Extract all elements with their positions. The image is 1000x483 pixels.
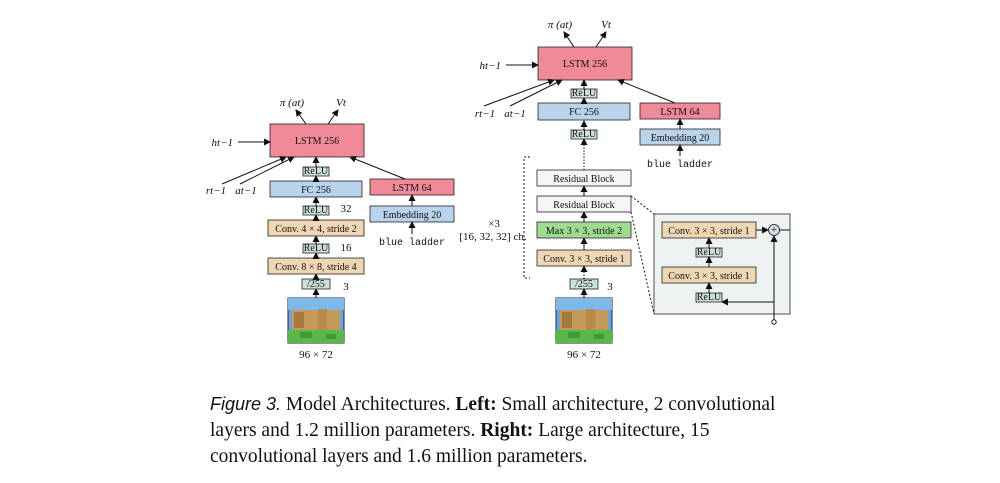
left-relu-label-2: ReLU bbox=[304, 205, 329, 216]
right-conv-label: Conv. 3 × 3, stride 1 bbox=[543, 254, 624, 265]
left-channels-16: 16 bbox=[341, 242, 353, 254]
right-input-size: 96 × 72 bbox=[567, 349, 601, 361]
left-input-size: 96 × 72 bbox=[299, 349, 333, 361]
right-policy-output: π (at) bbox=[548, 19, 572, 31]
residual-block-detail: Conv. 3 × 3, stride 1 ReLU Conv. 3 × 3, … bbox=[630, 195, 791, 325]
right-architecture: 96 × 72 /255 3 Conv. 3 × 3, stride 1 Max… bbox=[459, 19, 721, 361]
right-value-output: Vt bbox=[601, 19, 612, 31]
left-instruction-text: blue ladder bbox=[379, 237, 445, 249]
caption-text-3: Large architecture, 15 convolutional lay… bbox=[210, 420, 710, 467]
left-lstm-side-label: LSTM 64 bbox=[392, 183, 431, 194]
left-r-input-label: rt−1 bbox=[206, 185, 226, 197]
repeat-channels: [16, 32, 32] ch. bbox=[459, 231, 526, 243]
caption-figure-number: Figure 3. bbox=[210, 394, 282, 414]
residual-detail-conv-b-label: Conv. 3 × 3, stride 1 bbox=[668, 271, 749, 282]
left-relu-label-3: ReLU bbox=[304, 166, 329, 177]
right-residual-label-1: Residual Block bbox=[553, 174, 614, 185]
right-input-frame bbox=[555, 297, 613, 344]
residual-detail-relu-label-2: ReLU bbox=[697, 292, 722, 303]
left-channels-3: 3 bbox=[343, 281, 349, 293]
caption-right-label: Right: bbox=[480, 420, 534, 441]
right-fc-label: FC 256 bbox=[569, 107, 599, 118]
caption-left-label: Left: bbox=[455, 394, 497, 415]
right-scale-label: /255 bbox=[575, 279, 593, 290]
right-relu-label-2: ReLU bbox=[572, 88, 597, 99]
left-scale-label: /255 bbox=[307, 279, 325, 290]
left-h-input-label: ht−1 bbox=[212, 137, 233, 149]
right-channels-3: 3 bbox=[607, 281, 613, 293]
left-relu-label-1: ReLU bbox=[304, 243, 329, 254]
architecture-diagram: 96 × 72 /255 3 Conv. 8 × 8, stride 4 ReL… bbox=[206, 19, 791, 361]
right-residual-label-2: Residual Block bbox=[553, 200, 614, 211]
right-lstm-side-label: LSTM 64 bbox=[660, 107, 699, 118]
left-lstm-main-label: LSTM 256 bbox=[295, 136, 339, 147]
right-maxpool-label: Max 3 × 3, stride 2 bbox=[546, 226, 622, 237]
left-lstm-main-box bbox=[269, 123, 365, 158]
left-architecture: 96 × 72 /255 3 Conv. 8 × 8, stride 4 ReL… bbox=[206, 97, 455, 361]
right-a-input-label: at−1 bbox=[504, 108, 525, 120]
left-value-output: Vt bbox=[336, 97, 347, 109]
residual-detail-conv-a-label: Conv. 3 × 3, stride 1 bbox=[668, 226, 749, 237]
left-channels-32: 32 bbox=[341, 203, 352, 215]
right-h-input-label: ht−1 bbox=[480, 60, 501, 72]
right-instruction-text: blue ladder bbox=[647, 159, 713, 171]
residual-detail-input-node bbox=[771, 319, 777, 325]
left-fc-label: FC 256 bbox=[301, 185, 331, 196]
left-policy-output: π (at) bbox=[280, 97, 304, 109]
left-embedding-label: Embedding 20 bbox=[383, 210, 442, 221]
left-input-frame bbox=[287, 297, 345, 344]
left-conv2-label: Conv. 4 × 4, stride 2 bbox=[275, 224, 356, 235]
left-a-input-label: at−1 bbox=[235, 185, 256, 197]
repeat-bracket bbox=[523, 156, 530, 279]
right-embedding-label: Embedding 20 bbox=[651, 133, 710, 144]
right-lstm-main-label: LSTM 256 bbox=[563, 59, 607, 70]
right-relu-label-1: ReLU bbox=[572, 129, 597, 140]
caption-text-1: Model Architectures. bbox=[281, 394, 456, 415]
caption-text-2: Small architecture, 2 convolutional laye… bbox=[210, 394, 776, 441]
left-conv1-label: Conv. 8 × 8, stride 4 bbox=[275, 262, 356, 273]
figure-caption: Figure 3. Model Architectures. Left: Sma… bbox=[210, 391, 800, 470]
right-lstm-main-box bbox=[537, 46, 633, 81]
residual-detail-relu-label-1: ReLU bbox=[697, 247, 722, 258]
repeat-count: ×3 bbox=[488, 218, 500, 230]
residual-sum-label: + bbox=[771, 225, 777, 236]
right-r-input-label: rt−1 bbox=[475, 108, 495, 120]
